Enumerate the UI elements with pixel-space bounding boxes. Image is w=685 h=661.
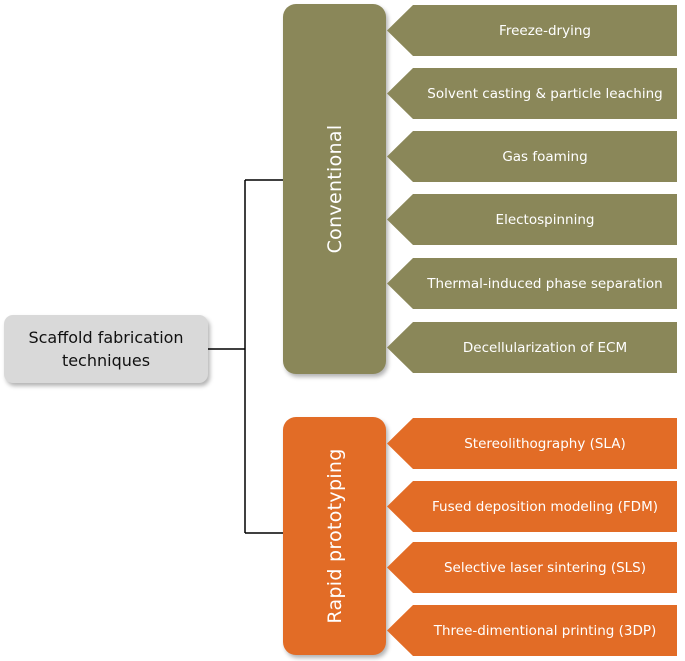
root-node: Scaffold fabrication techniques xyxy=(4,315,208,383)
method-selective-laser-sintering: Selective laser sintering (SLS) xyxy=(387,542,677,593)
method-three-dimentional-printing: Three-dimentional printing (3DP) xyxy=(387,605,677,656)
group-conventional: Conventional xyxy=(283,4,386,374)
method-electospinning: Electospinning xyxy=(387,194,677,245)
method-gas-foaming: Gas foaming xyxy=(387,131,677,182)
method-freeze-drying: Freeze-drying xyxy=(387,5,677,56)
method-thermal-induced-phase-separation: Thermal-induced phase separation xyxy=(387,258,677,309)
method-fused-deposition-modeling: Fused deposition modeling (FDM) xyxy=(387,481,677,532)
group-conventional-label: Conventional xyxy=(323,124,346,254)
method-stereolithography: Stereolithography (SLA) xyxy=(387,418,677,469)
method-decellularization-of-ecm: Decellularization of ECM xyxy=(387,322,677,373)
group-rapid-prototyping: Rapid prototyping xyxy=(283,417,386,655)
method-solvent-casting-particle-leaching: Solvent casting & particle leaching xyxy=(387,68,677,119)
group-rapid-prototyping-label: Rapid prototyping xyxy=(323,448,346,624)
